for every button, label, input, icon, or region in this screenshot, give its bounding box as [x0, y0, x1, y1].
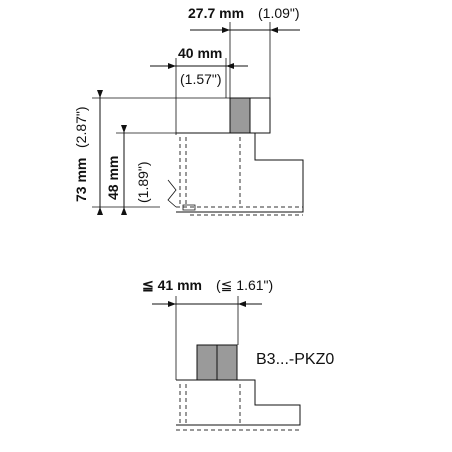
lower-terminal-block-left — [196, 344, 218, 381]
dim-48-inch: (1.89") — [135, 161, 151, 203]
dim-27-7-inch: (1.09") — [258, 5, 300, 21]
part-number-label: B3...-PKZ0 — [256, 351, 334, 368]
dim-41-inch: (≦ 1.61") — [216, 277, 273, 293]
upper-terminal-block — [229, 97, 251, 134]
dim-27-7-value: 27.7 mm — [188, 5, 244, 21]
upper-hidden-lines — [179, 137, 241, 205]
dim-40: 40 mm (1.57") — [150, 45, 248, 135]
dim-40-inch: (1.57") — [180, 71, 222, 87]
upper-base-dashes — [176, 206, 303, 216]
dim-48: 48 mm (1.89") — [105, 125, 176, 215]
dim-73: 73 mm (2.87") — [73, 90, 232, 215]
upper-housing-outline — [176, 132, 304, 213]
dim-27-7: 27.7 mm (1.09") — [188, 5, 300, 98]
dim-41-value: ≦ 41 mm — [142, 277, 202, 293]
lower-housing-outline — [176, 379, 301, 426]
upper-foot — [182, 204, 196, 211]
lower-device — [176, 344, 301, 431]
lower-hidden-lines — [179, 384, 241, 425]
dim-41: ≦ 41 mm (≦ 1.61") — [142, 277, 273, 380]
dim-48-value: 48 mm — [105, 156, 121, 200]
upper-device — [167, 97, 304, 216]
upper-clip — [167, 179, 177, 208]
lower-terminal-block-right — [216, 344, 238, 381]
dim-73-value: 73 mm — [73, 158, 89, 202]
upper-terminal-block-outline — [249, 97, 271, 134]
dim-73-inch: (2.87") — [73, 106, 89, 148]
dim-40-value: 40 mm — [178, 45, 222, 61]
